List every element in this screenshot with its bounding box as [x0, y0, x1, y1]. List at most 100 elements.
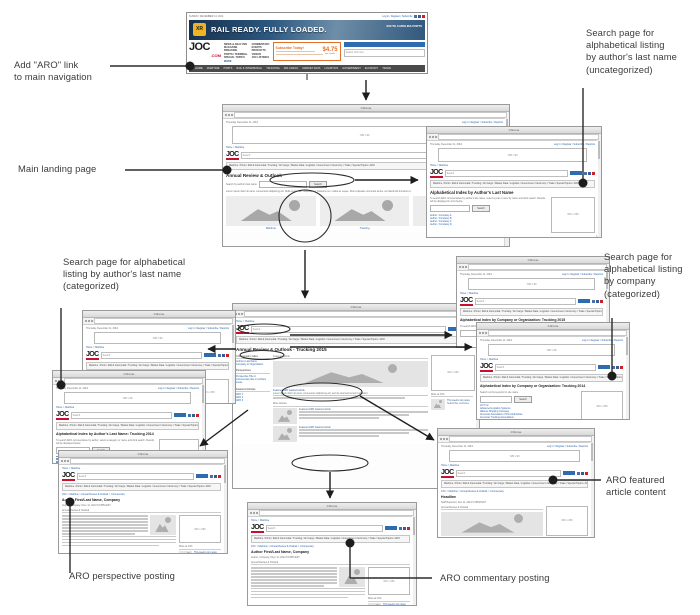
- forward-icon[interactable]: [58, 380, 60, 382]
- address-bar[interactable]: [244, 311, 477, 317]
- author-search-input[interactable]: [430, 204, 470, 212]
- breadcrumb[interactable]: Home > Maritime: [62, 467, 81, 470]
- address-bar[interactable]: [234, 112, 507, 118]
- subscribe-button[interactable]: [174, 413, 186, 418]
- result-link[interactable]: Author / Company D: [430, 222, 452, 226]
- joc-logo[interactable]: JOC: [236, 325, 249, 334]
- site-menu[interactable]: Maritime / Ports / Rail & Intermodal / T…: [56, 421, 199, 430]
- site-search-input[interactable]: Search: [76, 472, 194, 480]
- article-breadcrumb[interactable]: JOC > Maritime > Annual Review & Outlook…: [251, 544, 314, 548]
- site-search-input[interactable]: Search: [494, 363, 596, 371]
- forward-icon[interactable]: [253, 512, 255, 514]
- account-links[interactable]: Log In / Register / Subscribe / Reprints: [553, 143, 595, 146]
- breadcrumb[interactable]: Home > Maritime: [430, 164, 449, 167]
- site-search-input[interactable]: Search: [100, 351, 202, 359]
- address-bar[interactable]: [259, 510, 414, 516]
- linkedin-icon[interactable]: [210, 474, 213, 478]
- rss-icon[interactable]: [592, 171, 595, 175]
- subscribe-button[interactable]: [448, 327, 460, 332]
- banner-social-icons[interactable]: [414, 14, 425, 18]
- result-link[interactable]: American Association of Port Authorities: [480, 413, 523, 416]
- address-bar[interactable]: [488, 330, 627, 336]
- mockup-aro-perspective-posting[interactable]: Chrome Home > Maritime JOC Search Mariti…: [58, 450, 228, 554]
- site-menu[interactable]: Maritime / Ports / Rail & Intermodal / T…: [251, 534, 410, 543]
- linkedin-icon[interactable]: [218, 353, 221, 357]
- site-menu-items[interactable]: Maritime / Ports / Rail & Intermodal / T…: [59, 424, 199, 427]
- banner-nav-column-2[interactable]: COMMENTARY EVENTS PRODUCTS VIDEOS JOC LI…: [251, 42, 270, 60]
- mockup-aro-commentary-posting[interactable]: Chrome Home > Maritime JOC Search Mariti…: [247, 502, 417, 606]
- site-search-input[interactable]: Search: [444, 169, 568, 177]
- back-icon[interactable]: [429, 136, 431, 138]
- sidebar-ad[interactable]: 300 x 250: [551, 196, 595, 233]
- facebook-icon[interactable]: [588, 171, 591, 175]
- subscribe-button[interactable]: [570, 171, 582, 176]
- subscribe-button[interactable]: [196, 474, 208, 479]
- breadcrumb[interactable]: Home > Maritime: [226, 146, 245, 149]
- search-button[interactable]: Search: [514, 395, 532, 403]
- menu-item[interactable]: ECONOMY: [364, 66, 379, 70]
- facebook-icon[interactable]: [214, 474, 217, 478]
- thumbnail-image[interactable]: [319, 195, 410, 226]
- facebook-icon[interactable]: [403, 526, 406, 530]
- sidebar-ad[interactable]: 300 x 250: [431, 354, 475, 391]
- menu-item[interactable]: RAIL & INTERMODAL: [236, 66, 263, 70]
- mockup-search-company-categorized-2014[interactable]: Chrome Thursday, December 11, 2014 Log I…: [476, 322, 630, 420]
- forward-icon[interactable]: [238, 313, 240, 315]
- joc-logo[interactable]: JOC .COM: [189, 40, 221, 58]
- back-icon[interactable]: [225, 114, 227, 116]
- article-link[interactable]: Featured ARO featured article: [299, 426, 331, 430]
- account-links[interactable]: Log In / Register / Subscribe / Reprints: [581, 339, 623, 342]
- sidebar-link[interactable]: This week's top news: [383, 603, 406, 606]
- site-menu[interactable]: Maritime / Ports / Rail & Intermodal / T…: [62, 482, 221, 491]
- site-menu[interactable]: Maritime / Ports / Rail & Intermodal / T…: [441, 479, 588, 488]
- sidebar-link[interactable]: This week's top news: [447, 398, 470, 402]
- sidebar-ad[interactable]: 300 x 250: [581, 390, 623, 419]
- back-icon[interactable]: [85, 320, 87, 322]
- back-icon[interactable]: [250, 512, 252, 514]
- breadcrumb[interactable]: Home > Maritime: [251, 519, 270, 522]
- subscribe-promo[interactable]: Subscribe Today! $4.75 per month: [272, 41, 341, 61]
- account-links[interactable]: Log In / Register / Subscribe / Reprints: [561, 273, 603, 276]
- nav-link[interactable]: Commentary title or problem scope: [236, 378, 267, 385]
- joc-logo[interactable]: JOC: [251, 524, 264, 533]
- result-link[interactable]: Author / Company C: [430, 219, 452, 223]
- linkedin-icon[interactable]: [612, 365, 615, 369]
- reload-icon[interactable]: [231, 114, 233, 116]
- social-icons[interactable]: [592, 299, 603, 303]
- site-search-input[interactable]: Search: [474, 297, 576, 305]
- menu-item[interactable]: PORTS: [223, 66, 233, 70]
- account-links[interactable]: Log In / Register / Subscribe / Reprints: [187, 327, 229, 330]
- result-link[interactable]: American Trucking Associations: [480, 416, 514, 419]
- site-menu-items[interactable]: Maritime / Ports / Rail & Intermodal / T…: [89, 364, 229, 367]
- account-links[interactable]: Log In / Register / Subscribe / Reprints: [546, 445, 588, 448]
- site-menu-items[interactable]: Maritime / Ports / Rail & Intermodal / T…: [483, 376, 623, 379]
- site-menu-items[interactable]: Maritime / Ports / Rail & Intermodal / T…: [463, 310, 603, 313]
- breadcrumb[interactable]: Home > Maritime: [460, 292, 479, 295]
- social-icons[interactable]: [577, 471, 588, 475]
- reload-icon[interactable]: [435, 136, 437, 138]
- banner-search-input[interactable]: Search JOC.com: [343, 48, 425, 57]
- facebook-icon[interactable]: [616, 365, 619, 369]
- thumbnail-caption[interactable]: Maritime: [265, 226, 276, 230]
- rss-icon[interactable]: [218, 474, 221, 478]
- reload-icon[interactable]: [67, 460, 69, 462]
- menu-item[interactable]: TRUCKING: [266, 66, 280, 70]
- site-search-input[interactable]: Search: [265, 524, 383, 532]
- rss-icon[interactable]: [600, 299, 603, 303]
- forward-icon[interactable]: [228, 114, 230, 116]
- menu-item[interactable]: MARKET DATA: [302, 66, 321, 70]
- forward-icon[interactable]: [482, 332, 484, 334]
- breadcrumb[interactable]: Home > Maritime: [480, 358, 499, 361]
- linkedin-icon[interactable]: [414, 14, 417, 18]
- breadcrumb[interactable]: Home > Maritime: [86, 346, 105, 349]
- result-link[interactable]: Association of American Railroads: [480, 419, 578, 420]
- back-icon[interactable]: [459, 266, 461, 268]
- linkedin-icon[interactable]: [188, 413, 191, 417]
- nav-link[interactable]: Company or Organization: [236, 363, 264, 367]
- reload-icon[interactable]: [256, 512, 258, 514]
- article-image[interactable]: [273, 360, 428, 387]
- article-image[interactable]: [441, 511, 543, 536]
- back-icon[interactable]: [61, 460, 63, 462]
- address-bar[interactable]: [94, 318, 233, 324]
- menu-item[interactable]: HOME: [195, 66, 203, 70]
